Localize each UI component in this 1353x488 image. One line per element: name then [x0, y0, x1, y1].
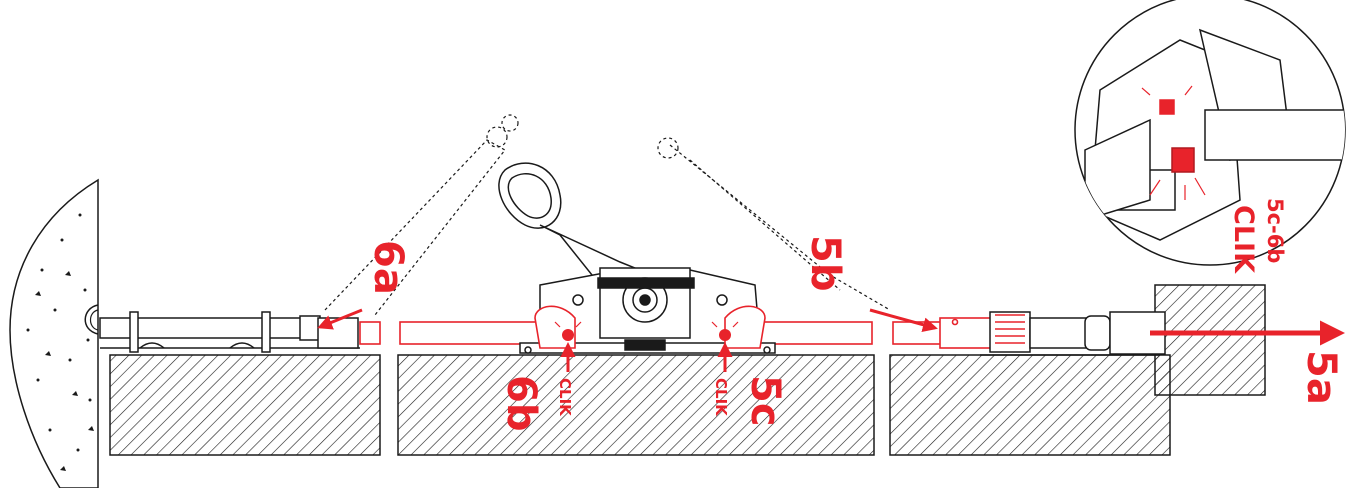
arrow-5b: [869, 308, 938, 333]
click-label-right: CLIK: [712, 378, 730, 417]
ghost-lever-positions: [324, 114, 891, 316]
highlighted-rods: [359, 317, 996, 349]
label-5c: 5c: [742, 375, 788, 427]
arrow-6a: [317, 308, 363, 330]
direction-arrows: [317, 308, 1345, 372]
click-point-right: [719, 329, 731, 341]
wall: [9, 178, 99, 488]
label-5b: 5b: [802, 235, 848, 291]
left-rod-assembly: [99, 311, 360, 353]
label-6a: 6a: [365, 240, 411, 295]
click-points: [554, 321, 739, 341]
label-6b: 6b: [498, 375, 544, 431]
step-labels: 6a 5b 6b 5c 5a CLIK CLIK 5c-6b CLIK: [365, 198, 1344, 431]
click-point-left: [562, 329, 574, 341]
detail-steps-label: 5c-6b: [1263, 198, 1287, 263]
detail-inset: [1074, 0, 1346, 266]
right-rod-assembly: [980, 311, 1166, 356]
click-label-left: CLIK: [556, 378, 574, 417]
label-5a: 5a: [1298, 350, 1344, 405]
detail-click-label: CLIK: [1228, 205, 1259, 274]
